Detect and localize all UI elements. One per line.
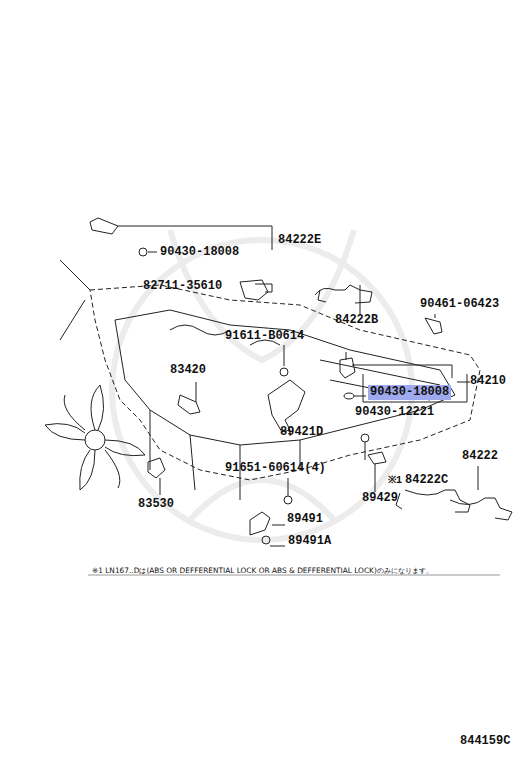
part-number: 84222 [462,450,498,463]
fan [45,385,145,490]
part-number: 89491A [288,535,331,548]
part-number: 91651-60614(4) [225,462,326,475]
part-number: 91611-B0614 [225,330,304,343]
figure-number: 844159C [460,735,510,748]
part-number: 90430-18008 [370,386,449,399]
part-number: 84222C [405,474,448,487]
highlighted-part-number: 90430-18008 [368,385,451,400]
footnote: ※1 LN167..Dは(ABS OR DEFFERENTIAL LOCK OR… [92,564,433,577]
watermark-logo [112,230,412,540]
part-number: 90430-12221 [355,406,434,419]
part-number: ※1 [388,474,402,487]
sensor-parts [90,218,512,544]
part-number: 89421D [280,426,323,439]
part-number: 90461-06423 [420,298,499,311]
part-number: 84210 [470,375,506,388]
part-number: 89491 [287,513,323,526]
part-number: 89429 [362,492,398,505]
part-number: 84222B [335,314,378,327]
engine-block [60,260,480,500]
part-number: 90430-18008 [160,246,239,259]
part-number: 83530 [138,498,174,511]
part-number: 83420 [170,364,206,377]
leader-lines [125,226,478,546]
part-number: 84222E [278,234,321,247]
part-number: 82711-35610 [143,280,222,293]
